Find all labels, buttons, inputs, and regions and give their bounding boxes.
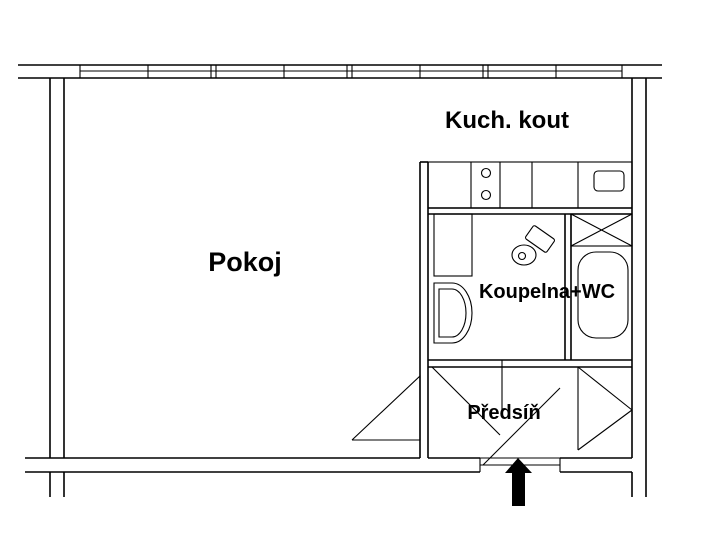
stove-icon [480,167,492,201]
room-label-hall: Předsíň [467,402,540,424]
room-label-bathroom: Koupelna+WC [479,281,615,303]
door-room [351,374,421,441]
right-wall [631,78,647,497]
entrance-arrow-icon [505,458,532,506]
sink-icon [593,170,625,192]
toilet-icon [511,225,556,266]
room-label-kitchen: Kuch. kout [445,107,569,134]
bathtub-icon [570,213,633,339]
door-bathroom [431,360,503,436]
top-wall [18,64,662,79]
left-wall [49,78,65,497]
door-closet [577,366,633,451]
bottom-wall [25,457,632,473]
kitchen-counter [427,161,633,209]
room-label-pokoj: Pokoj [208,247,282,277]
door-entrance [479,387,561,472]
washbasin-icon [433,282,473,344]
bathroom-cabinet [433,213,473,277]
